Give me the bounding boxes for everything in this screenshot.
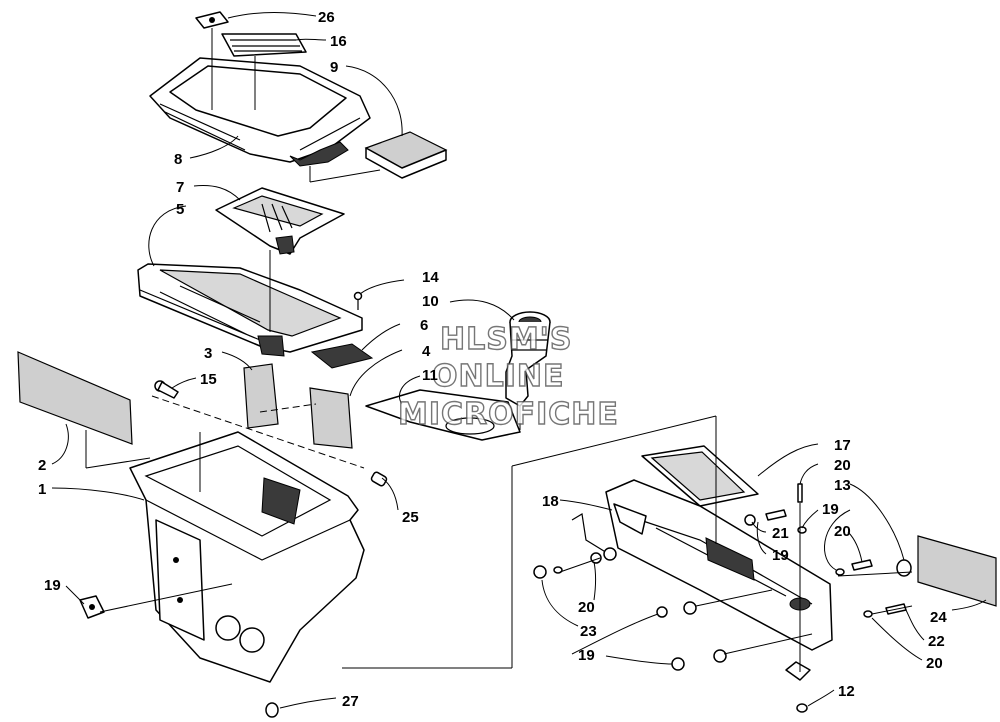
- callout-20-c: 22: [928, 633, 945, 650]
- callout-19-b: 19: [772, 547, 789, 564]
- grille-6: [310, 343, 374, 369]
- callout-19-a: 19: [822, 501, 839, 518]
- cap-12: [265, 702, 279, 718]
- bolt-15: [154, 380, 179, 399]
- foam-9: [364, 131, 448, 179]
- callout-23: 24: [930, 609, 947, 626]
- callout-21: 21: [772, 525, 789, 542]
- plate-11: [365, 389, 521, 441]
- decal-16: [221, 33, 307, 57]
- bracket-24: [571, 513, 613, 557]
- cover-8: [149, 57, 371, 167]
- clip-25: [370, 471, 388, 487]
- callout-5: 5: [176, 201, 184, 218]
- callout-24: 20: [578, 599, 595, 616]
- callout-8: 8: [174, 151, 182, 168]
- callout-7: 7: [176, 179, 184, 196]
- callout-4: 4: [422, 343, 431, 360]
- airbox-1: [129, 431, 365, 683]
- foam-2: [17, 351, 133, 445]
- duct-18: [605, 479, 833, 651]
- callout-16: 16: [330, 33, 347, 50]
- callout-3: 3: [204, 345, 212, 362]
- watermark-line-3: MICROFICHE: [398, 397, 619, 432]
- callout-10: 10: [422, 293, 439, 310]
- callout-1: 1: [38, 481, 46, 498]
- callout-25: 25: [402, 509, 419, 526]
- callout-22-a: 19: [578, 647, 595, 664]
- callout-14: 14: [422, 269, 439, 286]
- callout-12: 27: [342, 693, 359, 710]
- callout-labels: 26 16 9 8 7 5 14 10 6 4 3 15 11 2 1 25 1…: [38, 9, 947, 710]
- watermark-line-2: ONLINE: [432, 359, 565, 394]
- callout-27: 19: [44, 577, 61, 594]
- callout-22-b: 12: [838, 683, 855, 700]
- callout-11: 11: [422, 367, 438, 384]
- gasket-17: [641, 445, 759, 507]
- callout-9: 9: [330, 59, 338, 76]
- housing-5: [137, 263, 363, 357]
- callout-18: 18: [542, 493, 559, 510]
- callout-13: 13: [834, 477, 851, 494]
- callout-15: 15: [200, 371, 217, 388]
- watermark-line-1: HLSM'S: [440, 322, 572, 357]
- foam-23: [917, 535, 997, 607]
- callout-20-a: 20: [834, 457, 851, 474]
- decal-26: [195, 11, 229, 29]
- callout-19-d: 20: [926, 655, 943, 672]
- tray-7: [215, 187, 345, 255]
- leader-lines: [51, 12, 987, 709]
- reference-lines: [85, 28, 913, 672]
- callout-17: 17: [834, 437, 851, 454]
- foam-4: [309, 387, 353, 449]
- callout-26: 26: [318, 9, 335, 26]
- callout-2: 2: [38, 457, 46, 474]
- callout-19-c: 23: [580, 623, 597, 640]
- clip-27: [79, 595, 105, 619]
- callout-6: 6: [420, 317, 428, 334]
- watermark: HLSM'S ONLINE MICROFICHE: [397, 321, 619, 432]
- screw-14: [353, 291, 363, 310]
- callout-20-b: 20: [834, 523, 851, 540]
- foam-3: [243, 363, 279, 429]
- elbow-10: [505, 311, 551, 407]
